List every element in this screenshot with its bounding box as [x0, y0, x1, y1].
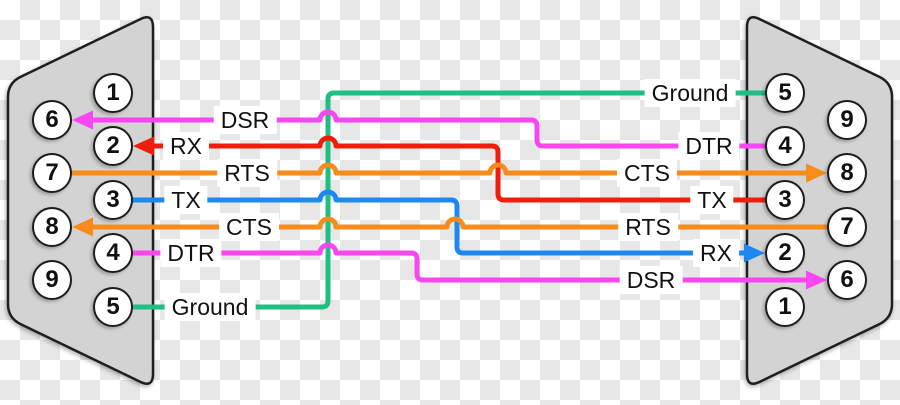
label-rx-left: RX — [163, 132, 209, 160]
wire-rts-cts-path — [71, 162, 808, 176]
wire-ground — [132, 90, 766, 310]
right-pin-1: 1 — [765, 287, 805, 327]
left-pin-8: 8 — [32, 207, 72, 247]
wire-rx-tx — [133, 135, 766, 203]
label-cts-left: CTS — [219, 213, 279, 241]
label-tx-right: TX — [690, 186, 734, 214]
label-tx-left: TX — [164, 186, 208, 214]
dsr-arrowhead-left-icon — [72, 110, 93, 130]
wire-cts-rts — [72, 216, 828, 237]
left-pin-9: 9 — [32, 260, 72, 300]
rx-arrowhead-left-icon — [133, 136, 154, 156]
label-dtr-right: DTR — [678, 132, 740, 160]
wire-rts-cts — [71, 162, 827, 183]
wire-dtr-dsr-path — [132, 242, 808, 283]
right-pin-5: 5 — [765, 73, 805, 113]
label-ground-right: Ground — [644, 79, 736, 107]
wire-cts-rts-path — [91, 216, 828, 230]
wire-tx-rx — [132, 189, 765, 263]
cts-arrowhead-right-icon — [806, 163, 827, 183]
right-pin-7: 7 — [827, 207, 867, 247]
left-pin-3: 3 — [93, 180, 133, 220]
wire-ground-path — [132, 90, 766, 310]
cts-arrowhead-left-icon — [72, 217, 93, 237]
right-pin-2: 2 — [765, 233, 805, 273]
wire-dsr-dtr-path — [91, 109, 766, 149]
label-dsr-right: DSR — [619, 266, 683, 294]
dsr-arrowhead-right-icon — [806, 270, 827, 290]
right-pin-4: 4 — [765, 126, 805, 166]
left-pin-4: 4 — [93, 233, 133, 273]
label-rts-left: RTS — [217, 159, 277, 187]
wire-dsr-dtr — [72, 109, 766, 149]
label-cts-right: CTS — [617, 159, 677, 187]
left-pin-1: 1 — [93, 73, 133, 113]
label-rx-right: RX — [693, 239, 739, 267]
wire-dtr-dsr — [132, 242, 827, 290]
right-pin-8: 8 — [827, 153, 867, 193]
left-pin-6: 6 — [32, 100, 72, 140]
left-pin-2: 2 — [93, 126, 133, 166]
rx-arrowhead-right-icon — [744, 243, 765, 263]
label-rts-right: RTS — [618, 213, 678, 241]
label-dtr-left: DTR — [160, 239, 222, 267]
left-pin-5: 5 — [93, 287, 133, 327]
right-pin-3: 3 — [765, 180, 805, 220]
label-ground-left: Ground — [164, 293, 256, 321]
label-dsr-left: DSR — [213, 106, 277, 134]
wire-rx-tx-path — [152, 135, 766, 203]
right-pin-6: 6 — [827, 260, 867, 300]
right-pin-9: 9 — [827, 100, 867, 140]
left-pin-7: 7 — [32, 153, 72, 193]
wire-tx-rx-path — [132, 189, 746, 256]
